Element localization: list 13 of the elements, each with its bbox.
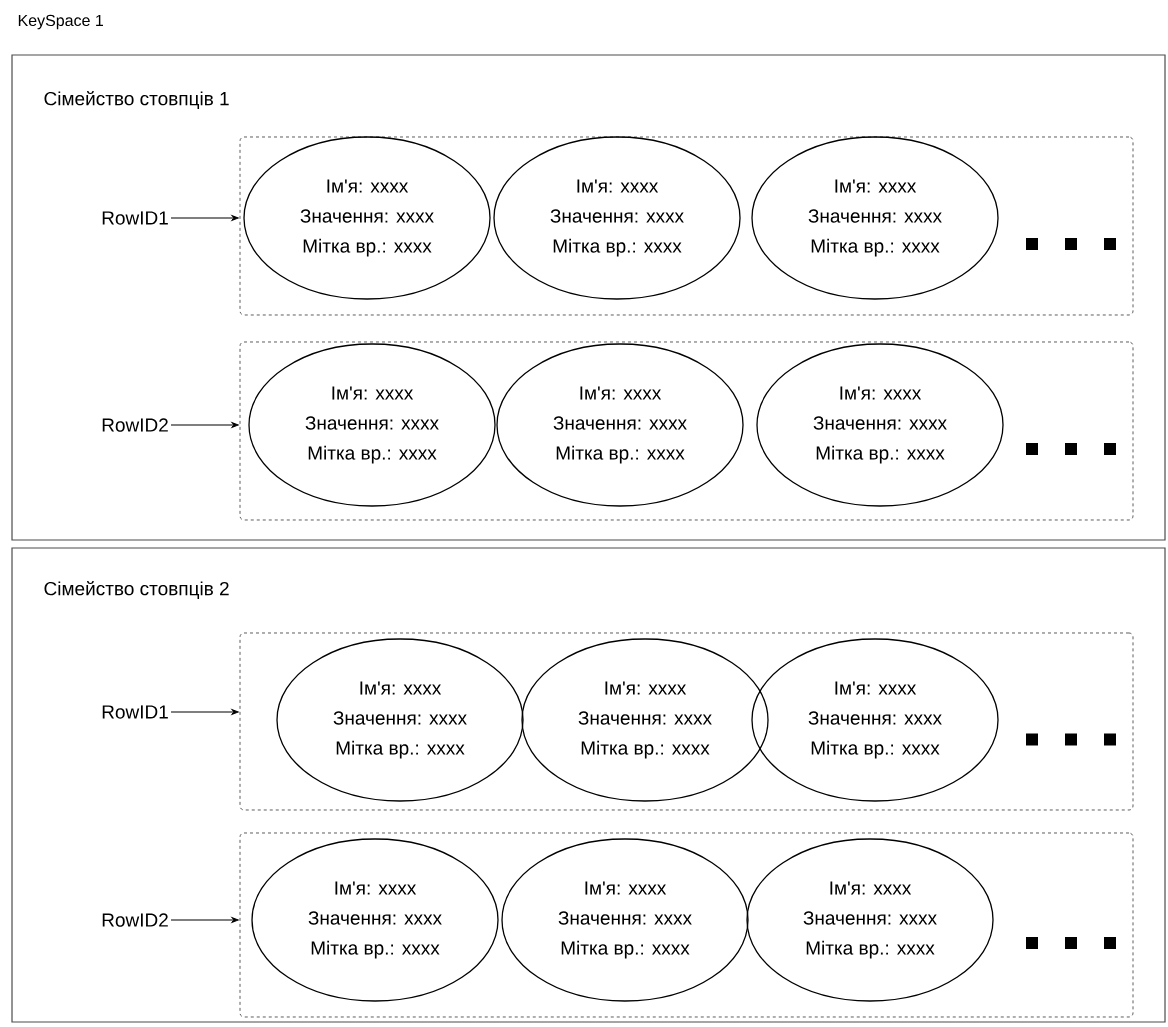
row-box [239, 632, 1134, 811]
caption-text: KeySpace 1 [18, 14, 103, 30]
arrow [170, 422, 239, 428]
arrow [170, 917, 239, 923]
row-label: RowID1 [102, 211, 168, 225]
row-label: RowID2 [102, 913, 168, 927]
arrow [170, 215, 239, 221]
arrow [170, 709, 239, 715]
row-box [239, 832, 1134, 1018]
row-box [239, 136, 1134, 316]
row-label: RowID1 [102, 705, 168, 719]
row-box [239, 341, 1134, 521]
row-label: RowID2 [102, 418, 168, 432]
